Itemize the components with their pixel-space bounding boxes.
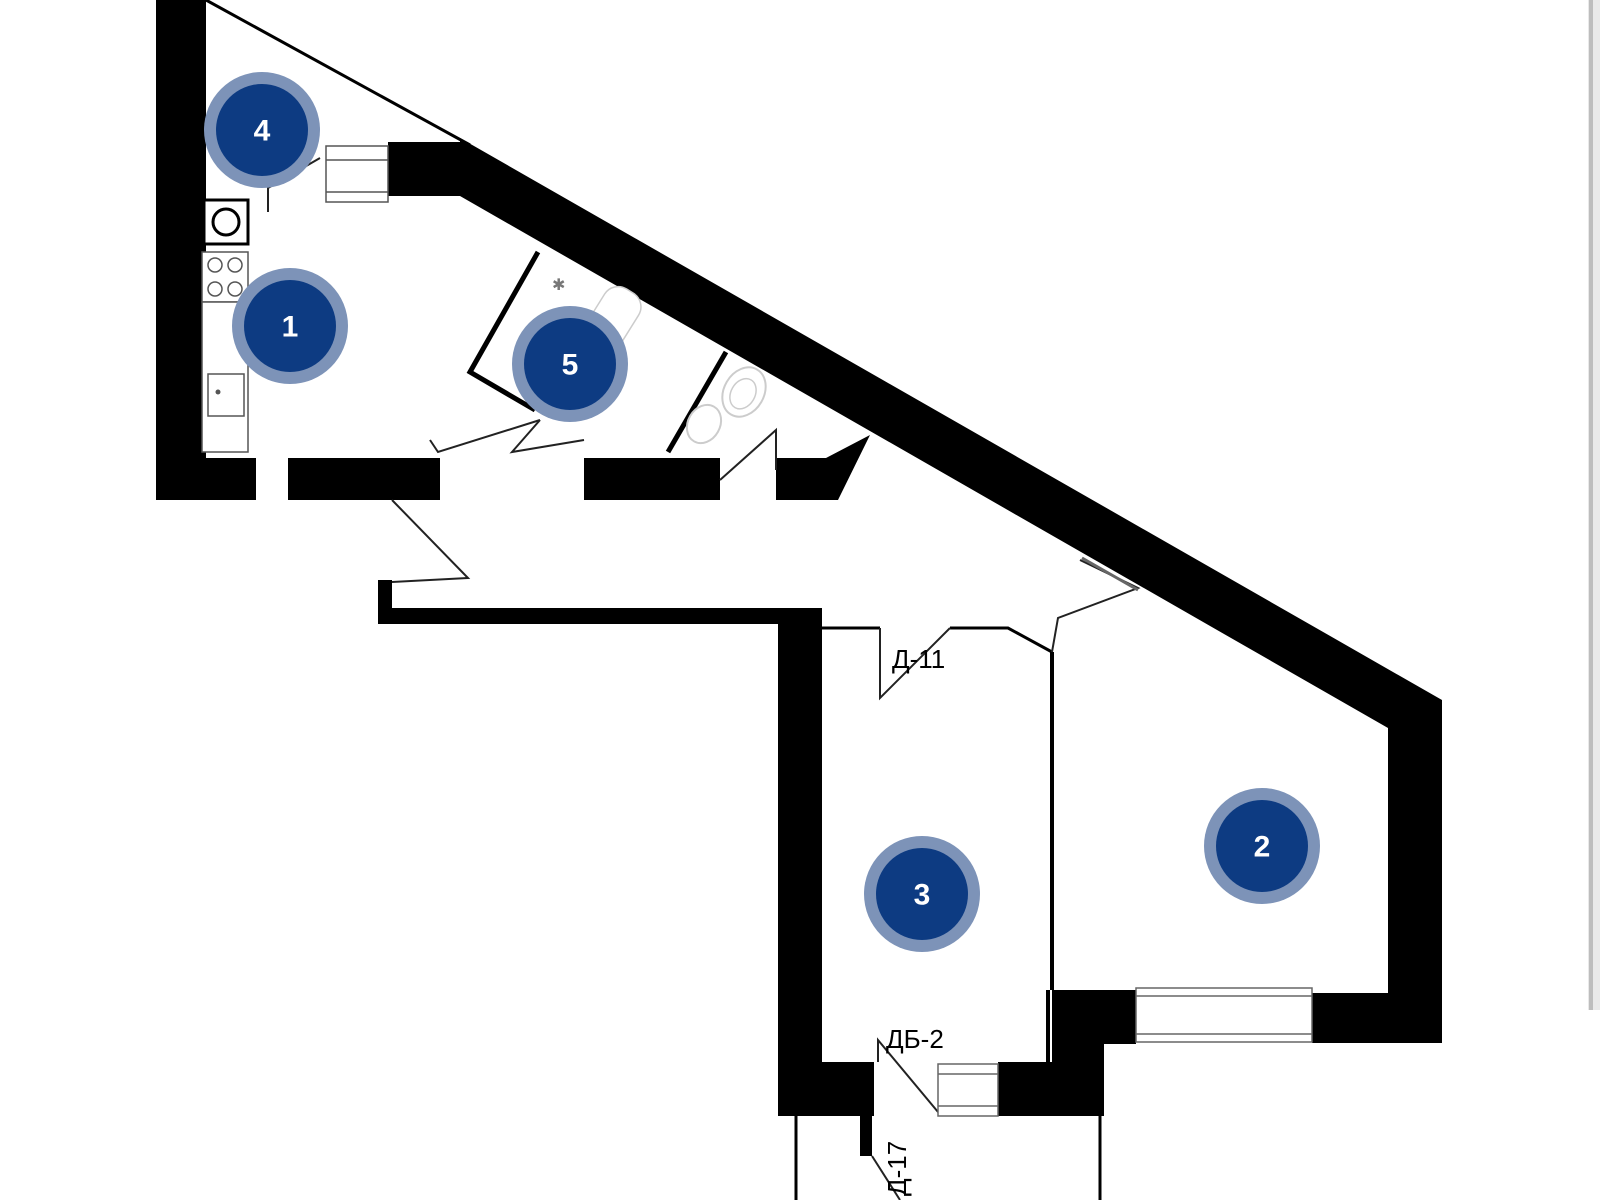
wall-left (156, 0, 206, 500)
door-label-d11: Д-11 (892, 644, 945, 674)
wall-room3-left (778, 608, 822, 1116)
room-marker-5[interactable]: 5 (512, 306, 628, 422)
room-marker-3[interactable]: 3 (864, 836, 980, 952)
window-room2-icon (1135, 987, 1313, 1043)
wall-top-stub (388, 142, 468, 196)
door-room1 (429, 419, 541, 454)
sink-drain-icon (215, 389, 221, 395)
toilet-icon (721, 366, 767, 418)
wall-room3-bottom (778, 1062, 874, 1116)
room-marker-label: 3 (914, 879, 931, 912)
window-room4-icon (325, 145, 389, 203)
wall-room3-top-right (950, 626, 1053, 654)
wall-wc-bottom (776, 435, 870, 500)
room-marker-label: 1 (282, 311, 299, 344)
washbasin-icon (685, 403, 723, 445)
wall-bath-left (466, 250, 541, 413)
shower-icon: ✱ (552, 275, 565, 294)
room-marker-4[interactable]: 4 (204, 72, 320, 188)
door-d17 (871, 1155, 901, 1200)
door-d11 (879, 627, 951, 701)
wall-top-diagonal (205, 0, 471, 147)
boiler-circle-icon (211, 207, 241, 237)
wall-below-stub (860, 1116, 872, 1156)
door-label-d17: Д-17 (882, 1141, 912, 1196)
wall-kitchen-bottom-b (288, 458, 440, 500)
door-bath (509, 419, 585, 454)
room-marker-label: 4 (254, 115, 271, 148)
wall-lower-block-b (1052, 1044, 1104, 1116)
room-marker-2[interactable]: 2 (1204, 788, 1320, 904)
stove-burner-icon (227, 281, 243, 297)
sink-icon (207, 373, 245, 417)
stove-burner-icon (207, 281, 223, 297)
wall-wc-left (665, 350, 729, 454)
room-marker-label: 5 (562, 349, 579, 382)
wall-kitchen-bottom-a (156, 458, 256, 500)
door-wc (719, 427, 777, 481)
wall-diagonal (460, 138, 1442, 1043)
scrollbar-thumb[interactable] (1589, 0, 1593, 1010)
window-room2-sill (1081, 556, 1139, 592)
door-entrance (391, 499, 471, 583)
walls (156, 0, 1442, 1200)
room-marker-1[interactable]: 1 (232, 268, 348, 384)
wall-corridor-top (378, 608, 778, 624)
wall-bath-bottom (584, 458, 720, 500)
window-room3-icon (937, 1063, 999, 1117)
door-db2 (877, 1037, 939, 1113)
fixtures: ✱ (201, 145, 1313, 1117)
stove-burner-icon (207, 257, 223, 273)
wall-balcony-left (1052, 990, 1136, 1044)
stove-icon (201, 251, 249, 303)
room-marker-label: 2 (1254, 831, 1271, 864)
stove-burner-icon (227, 257, 243, 273)
door-label-db2: ДБ-2 (886, 1024, 944, 1054)
